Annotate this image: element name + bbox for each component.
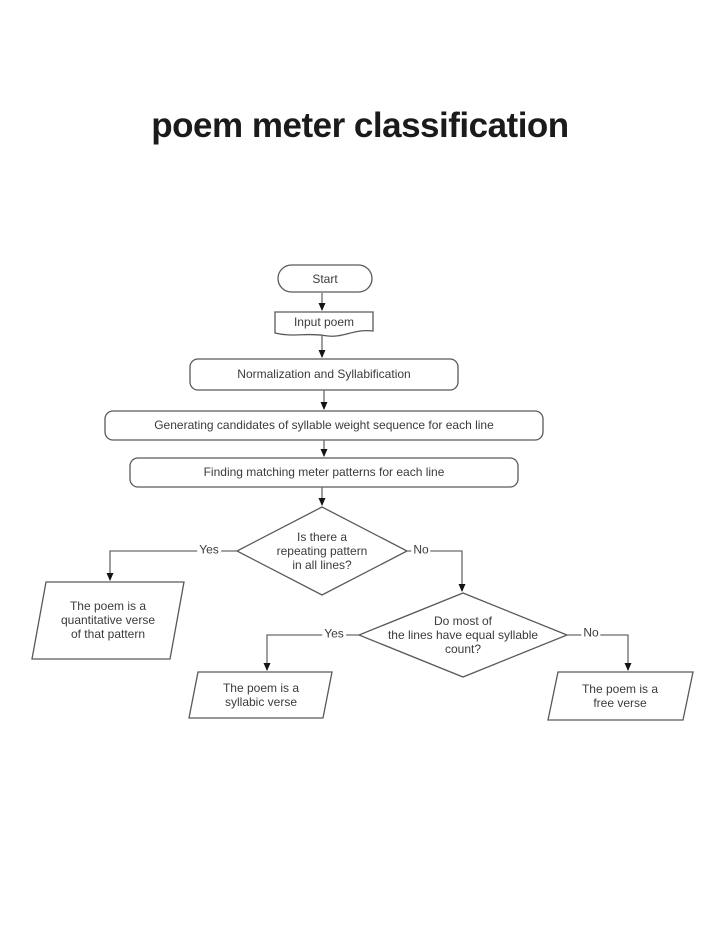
quantitative-verse-node-shape <box>31 581 185 660</box>
input-poem-node-shape <box>274 311 374 337</box>
decision-repeating-pattern-shape <box>235 506 409 596</box>
start-node-label: Start <box>312 272 338 286</box>
syllabic-verse-node-shape <box>188 671 333 719</box>
decision-repeating-pattern-label: Is there a repeating pattern in all line… <box>276 530 368 572</box>
candidates-node-label: Generating candidates of syllable weight… <box>154 418 494 432</box>
decision-equal-syllable-shape <box>357 592 569 678</box>
decision2-yes-label: Yes <box>322 626 346 641</box>
matching-node-shape <box>129 457 519 488</box>
start-node-shape <box>277 264 373 293</box>
normalization-node-label: Normalization and Syllabification <box>237 367 411 381</box>
decision1-yes-label: Yes <box>197 542 221 557</box>
edge-decision1-no-to-decision2 <box>407 550 466 592</box>
decision-equal-syllable-label: Do most of the lines have equal syllable… <box>387 614 539 656</box>
quantitative-verse-node-label: The poem is a quantitative verse of that… <box>60 599 156 641</box>
input-poem-node-label: Input poem <box>293 315 355 329</box>
edge-decision1-yes-to-quantitative <box>106 550 237 581</box>
page-title: poem meter classification <box>151 106 569 145</box>
syllabic-verse-node-label: The poem is a syllabic verse <box>222 681 300 709</box>
decision1-no-label: No <box>411 542 431 557</box>
decision2-no-label: No <box>581 625 601 640</box>
free-verse-node-label: The poem is a free verse <box>581 682 659 710</box>
matching-node-label: Finding matching meter patterns for each… <box>203 465 445 479</box>
free-verse-node-shape <box>547 671 694 721</box>
